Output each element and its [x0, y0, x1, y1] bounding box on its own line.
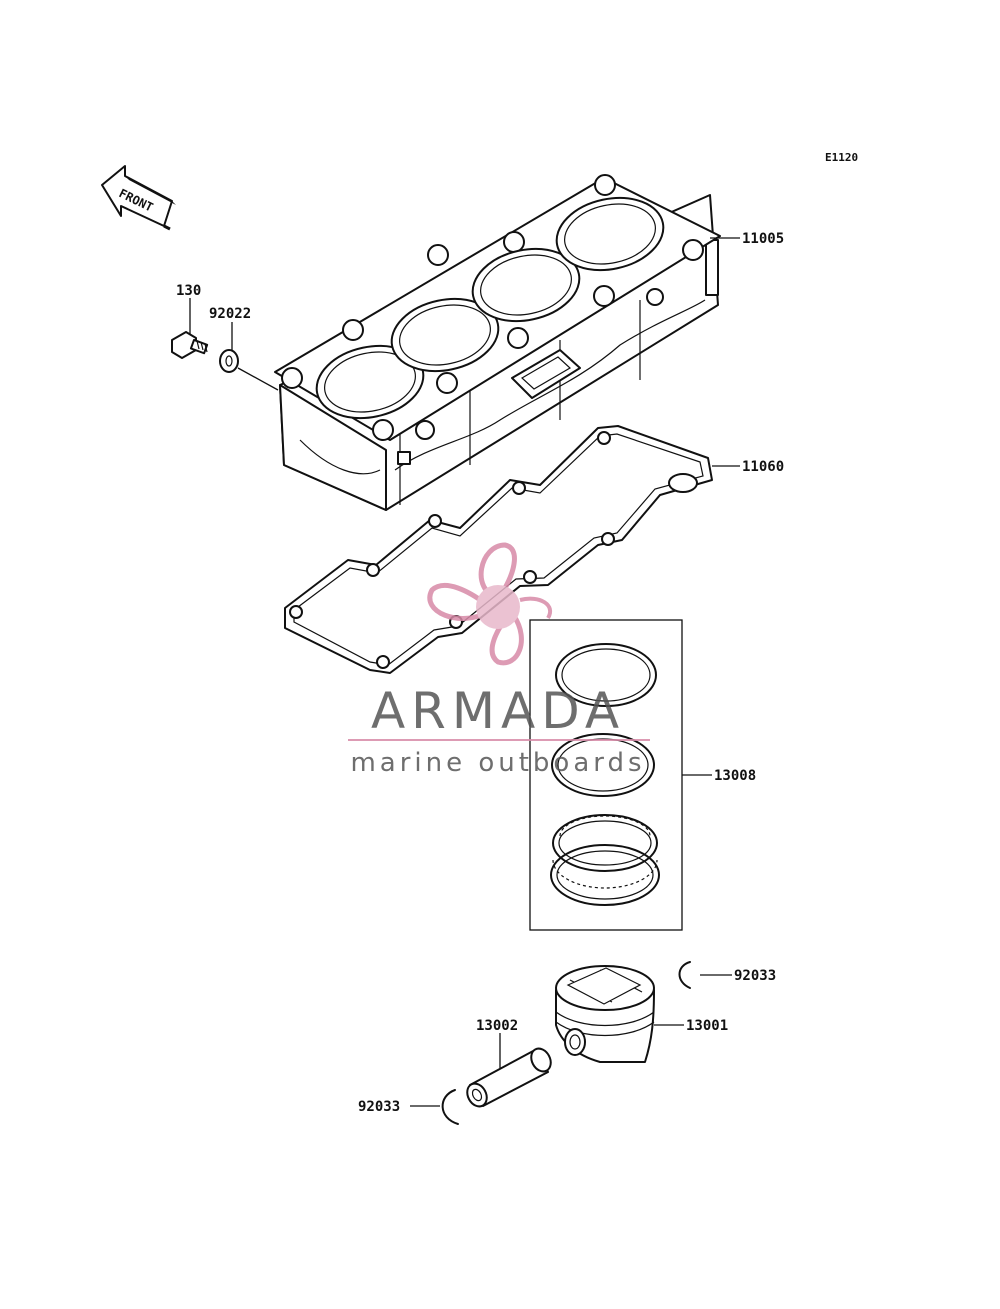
label-bolt[interactable]: 130	[176, 283, 201, 299]
label-piston[interactable]: 13001	[686, 1018, 728, 1034]
bolt-icon[interactable]	[171, 331, 209, 359]
front-arrow-icon: FRONT	[101, 165, 176, 231]
snap-ring-right[interactable]	[678, 961, 691, 989]
snap-ring-left[interactable]	[441, 1089, 459, 1125]
leader-washer-to-block	[237, 367, 279, 391]
label-piston-pin[interactable]: 13002	[476, 1018, 518, 1034]
label-snap-ring-right[interactable]: 92033	[734, 968, 776, 984]
piston[interactable]	[555, 965, 655, 1063]
piston-ring-top[interactable]	[555, 643, 657, 707]
label-washer[interactable]: 92022	[209, 306, 251, 322]
label-cylinder[interactable]: 11005	[742, 231, 784, 247]
label-gasket[interactable]: 11060	[742, 459, 784, 475]
propeller-icon	[427, 542, 552, 666]
cylinder-gasket[interactable]	[284, 425, 713, 674]
label-snap-ring-left[interactable]: 92033	[358, 1099, 400, 1115]
watermark-tagline: marine outboards	[350, 748, 645, 778]
washer-icon[interactable]	[219, 349, 239, 373]
piston-pin[interactable]	[463, 1045, 554, 1110]
watermark-brand: ARMADA	[371, 682, 625, 740]
piston-ring-oil[interactable]	[550, 814, 660, 906]
diagram-code: E1120	[825, 151, 858, 164]
cylinder-block[interactable]	[274, 174, 721, 511]
label-ring-set[interactable]: 13008	[714, 768, 756, 784]
cylinder-bores	[315, 196, 665, 420]
armada-logo: ARMADA marine outboards	[348, 542, 650, 778]
